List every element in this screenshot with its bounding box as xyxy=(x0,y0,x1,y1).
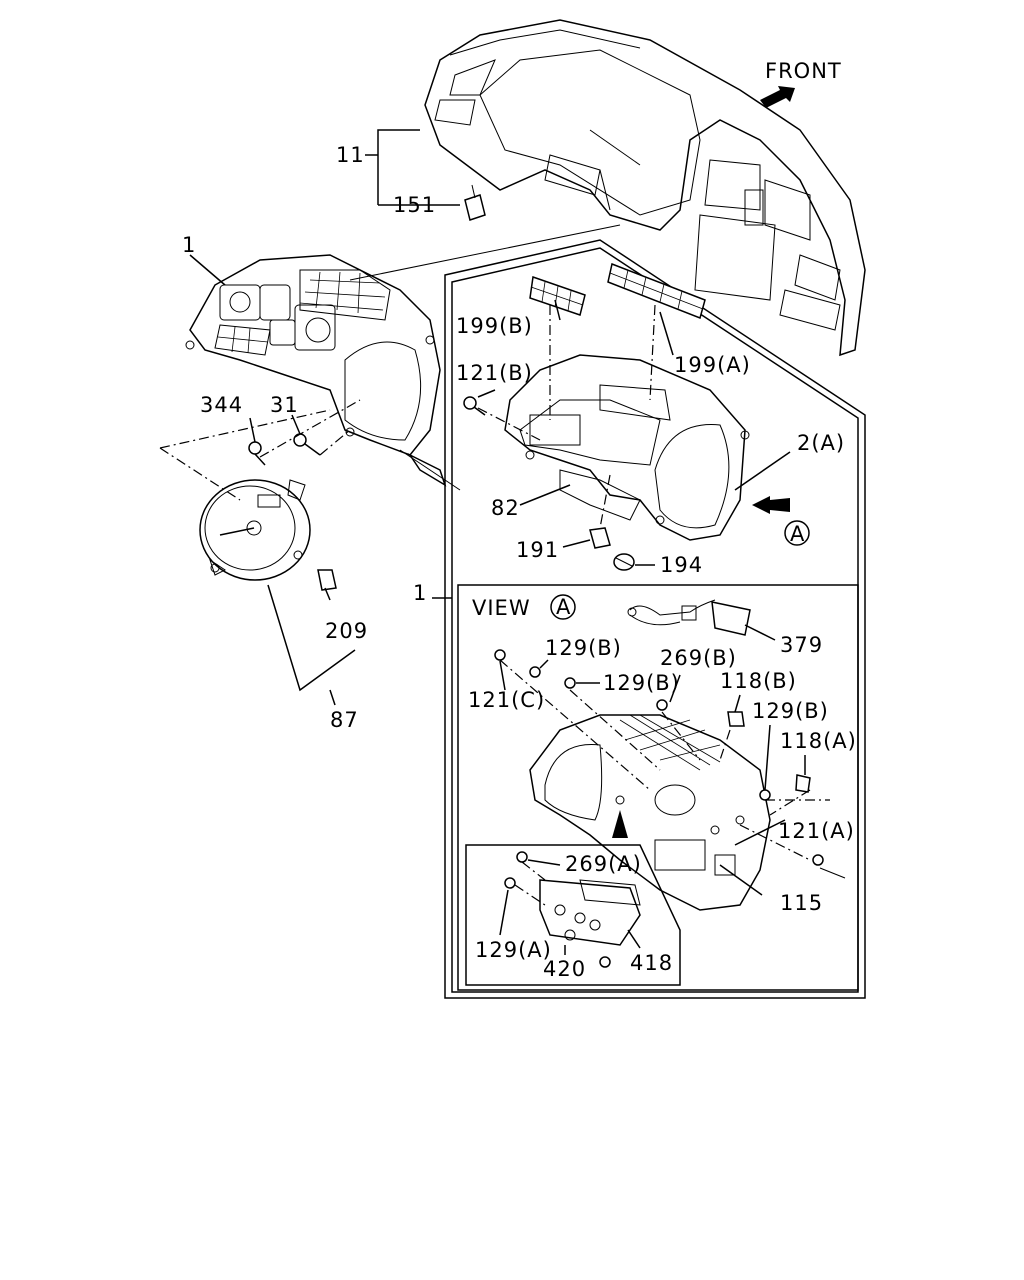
callout-129a: 129(A) xyxy=(475,938,552,962)
bulb-209 xyxy=(317,569,337,591)
view-a-frame xyxy=(457,584,859,991)
callout-115: 115 xyxy=(780,891,823,915)
screws-view-a xyxy=(494,649,824,866)
callout-151: 151 xyxy=(393,193,436,217)
callout-191: 191 xyxy=(516,538,559,562)
callout-2a: 2(A) xyxy=(797,431,845,455)
harness-379 xyxy=(627,599,751,636)
film-199a xyxy=(607,262,706,320)
leader-lines-view xyxy=(477,299,791,566)
leader-lines-view-a xyxy=(499,624,846,896)
callout-209: 209 xyxy=(325,619,368,643)
front-label: FRONT xyxy=(765,59,842,83)
leader-lines-left xyxy=(159,129,621,706)
callout-129b-2: 129(B) xyxy=(603,671,680,695)
circled-letter-icon xyxy=(550,520,810,620)
callout-11: 11 xyxy=(336,143,365,167)
callout-121c: 121(C) xyxy=(468,688,545,712)
speedometer-87 xyxy=(199,479,311,581)
callout-121b: 121(B) xyxy=(456,361,533,385)
callout-1-left: 1 xyxy=(182,233,196,257)
film-199b xyxy=(529,275,586,316)
callout-269b: 269(B) xyxy=(660,646,737,670)
screw-121b xyxy=(463,396,486,416)
callout-344: 344 xyxy=(200,393,243,417)
circuit-board xyxy=(529,714,771,911)
callout-194: 194 xyxy=(660,553,703,577)
view-marker-a2: A xyxy=(556,595,571,619)
callout-418: 418 xyxy=(630,951,673,975)
arrow-icon xyxy=(760,86,795,108)
callout-121a: 121(A) xyxy=(778,819,855,843)
callout-87: 87 xyxy=(330,708,359,732)
callout-199a: 199(A) xyxy=(674,353,751,377)
dash-panel xyxy=(424,19,866,357)
callout-118a: 118(A) xyxy=(780,729,857,753)
screw-344 xyxy=(248,441,266,466)
callout-1-view: 1 xyxy=(413,581,427,605)
socket-191 xyxy=(589,527,611,549)
housing-2a xyxy=(504,354,750,541)
callout-118b: 118(B) xyxy=(720,669,797,693)
view-label: VIEW xyxy=(472,596,531,620)
view-arrow xyxy=(752,496,790,514)
view-marker-a1: A xyxy=(790,522,805,546)
screw-31 xyxy=(293,433,321,456)
clip-151 xyxy=(464,184,486,221)
callout-269a: 269(A) xyxy=(565,852,642,876)
bulb-194 xyxy=(613,553,635,571)
callout-420: 420 xyxy=(543,957,586,981)
meter-assembly-left xyxy=(185,254,447,487)
callout-129b-3: 129(B) xyxy=(752,699,829,723)
callout-129b-1: 129(B) xyxy=(545,636,622,660)
callout-199b: 199(B) xyxy=(456,314,533,338)
callout-31: 31 xyxy=(270,393,299,417)
inset-box xyxy=(465,844,681,986)
callout-379: 379 xyxy=(780,633,823,657)
callout-82: 82 xyxy=(491,496,520,520)
